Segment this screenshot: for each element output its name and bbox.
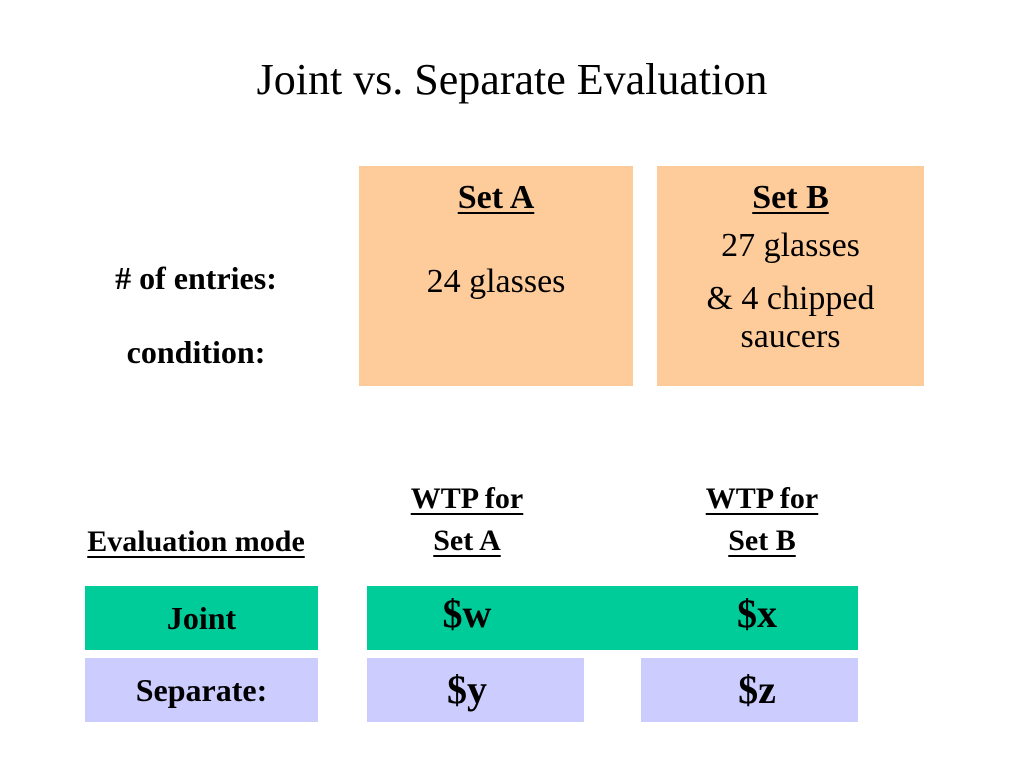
set-a-box: Set A 24 glasses: [359, 166, 633, 386]
separate-label-box: Separate:: [85, 658, 318, 722]
wtp-set-b-line-1: WTP for: [705, 482, 819, 515]
set-b-heading: Set B: [752, 179, 829, 216]
entries-label: # of entries:: [115, 260, 277, 296]
joint-value-a: $w: [442, 591, 492, 636]
joint-value-b: $x: [737, 591, 777, 636]
set-b-line-2: & 4 chipped: [706, 280, 875, 317]
joint-label-box: Joint: [85, 586, 318, 650]
separate-value-b: $z: [738, 667, 776, 712]
set-b-line-3: saucers: [740, 318, 841, 355]
separate-value-b-box: [641, 658, 858, 722]
joint-label: Joint: [166, 599, 237, 636]
evaluation-mode-heading: Evaluation mode: [46, 521, 346, 563]
separate-value-a: $y: [447, 667, 487, 712]
joint-values-bar: [367, 586, 858, 650]
set-b-box: Set B 27 glasses & 4 chipped saucers: [657, 166, 924, 386]
separate-label: Separate:: [135, 671, 268, 708]
slide-title: Joint vs. Separate Evaluation: [256, 55, 768, 104]
set-a-line-1: 24 glasses: [426, 263, 566, 300]
wtp-set-a-line-2: Set A: [433, 524, 501, 557]
set-a-heading: Set A: [457, 179, 535, 216]
wtp-set-b-line-2: Set B: [728, 524, 796, 557]
wtp-set-a-heading: WTP for Set A: [367, 478, 567, 562]
wtp-set-b-heading: WTP for Set B: [662, 478, 862, 562]
set-b-line-1: 27 glasses: [721, 227, 860, 264]
wtp-set-a-line-1: WTP for: [410, 482, 524, 515]
condition-label: condition:: [126, 334, 266, 370]
separate-value-a-box: [367, 658, 584, 722]
evaluation-mode-text: Evaluation mode: [87, 525, 305, 558]
